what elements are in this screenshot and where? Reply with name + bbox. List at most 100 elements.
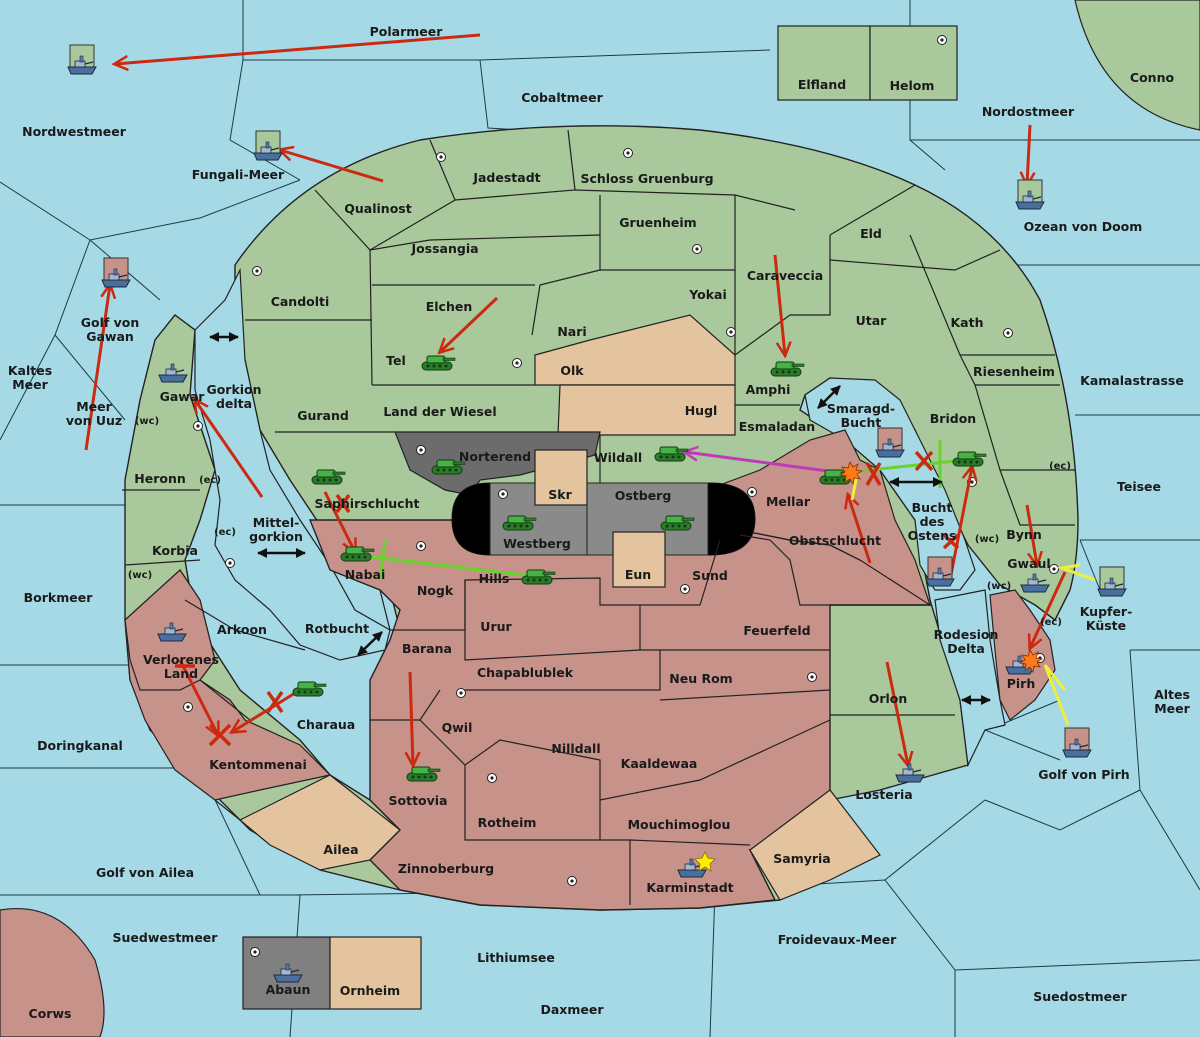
label-kaaldewaa: Kaaldewaa (621, 756, 698, 771)
label-kentommenai: Kentommenai (209, 757, 307, 772)
region-samyria[interactable] (749, 789, 881, 901)
label-karminstadt: Karminstadt (646, 880, 733, 895)
label-jadestadt: Jadestadt (472, 170, 540, 185)
dislodged-markers (838, 461, 1044, 674)
label-caraveccia: Caraveccia (747, 268, 823, 283)
label-verlorenes-land-2: Land (164, 666, 198, 681)
label-rodesion-delta-2: Delta (947, 641, 985, 656)
label-doringkanal: Doringkanal (37, 738, 123, 753)
label-mellar: Mellar (766, 494, 811, 509)
label-qwil: Qwil (442, 720, 473, 735)
region-ornheim[interactable] (329, 936, 422, 1010)
label-mittelgorkion-1: Mittel- (253, 515, 300, 530)
label-hugl: Hugl (685, 403, 718, 418)
label-daxmeer: Daxmeer (540, 1002, 604, 1017)
supply-center-icon (623, 148, 633, 158)
burst-icon (838, 461, 864, 486)
label-rodesion-delta-1: Rodesion (934, 627, 999, 642)
label-nari: Nari (557, 324, 586, 339)
label-yokai: Yokai (688, 287, 727, 302)
tank-icon (406, 766, 441, 782)
label-mittelgorkion-2: gorkion (249, 529, 303, 544)
label-altes-meer-2: Meer (1154, 701, 1190, 716)
supply-center-icon (726, 327, 736, 337)
label-bucht-des-ostens-3: Ostens (908, 528, 957, 543)
label-bucht-des-ostens-2: des (920, 514, 945, 529)
label-helom: Helom (890, 78, 935, 93)
region-eun[interactable] (612, 531, 666, 588)
region-corws[interactable] (0, 908, 105, 1037)
convoy-move-arrow (685, 452, 836, 474)
label-golf-von-ailea: Golf von Ailea (96, 865, 194, 880)
move-arrow (115, 33, 481, 64)
fleets (67, 44, 1127, 983)
label-norterend: Norterend (459, 449, 531, 464)
supply-center-icon (807, 672, 817, 682)
label-nordostmeer: Nordostmeer (982, 104, 1075, 119)
region-conno[interactable] (1074, 0, 1200, 131)
label-gorkion-delta-2: delta (216, 396, 252, 411)
region-skr[interactable] (534, 449, 588, 506)
label-rotbucht: Rotbucht (305, 621, 369, 636)
move-arrow (1025, 504, 1037, 565)
region-olk[interactable] (534, 314, 736, 386)
label-golf-von-gawan-2: Gawan (86, 329, 134, 344)
move-arrow (232, 688, 301, 732)
move-arrow (773, 254, 785, 355)
region-hugl[interactable] (557, 384, 736, 436)
supply-center-icon (456, 688, 466, 698)
move-arrow (323, 491, 355, 552)
region-norterend[interactable] (394, 431, 601, 496)
label-losteria: Losteria (855, 787, 912, 802)
label-utar: Utar (856, 313, 888, 328)
label-lithiumsee: Lithiumsee (477, 950, 555, 965)
label-bridon: Bridon (930, 411, 976, 426)
supply-center-icon (416, 541, 426, 551)
label-gurand: Gurand (297, 408, 349, 423)
label-cobaltmeer: Cobaltmeer (521, 90, 603, 105)
label-chapablublek: Chapablublek (477, 665, 574, 680)
label-kath: Kath (951, 315, 984, 330)
label-gwaul-wc: (wc) (987, 581, 1011, 592)
label-bynn-wc: (wc) (975, 534, 999, 545)
label-sottovia: Sottovia (389, 793, 448, 808)
label-korbia-ec: (ec) (214, 527, 236, 538)
move-arrow (1027, 124, 1030, 185)
label-suedwestmeer: Suedwestmeer (113, 930, 219, 945)
label-heronn-ec: (ec) (199, 475, 221, 486)
label-rotheim: Rotheim (478, 815, 537, 830)
label-teisee: Teisee (1117, 479, 1161, 494)
move-arrow (1030, 571, 1067, 648)
label-nabai: Nabai (345, 567, 386, 582)
label-kaltes-meer-1: Kaltes (8, 363, 52, 378)
support-line (371, 555, 541, 579)
label-orlon: Orlon (869, 691, 908, 706)
label-nogk: Nogk (417, 583, 454, 598)
label-eld: Eld (860, 226, 882, 241)
label-gawar: Gawar (160, 389, 206, 404)
supply-center-icon (567, 876, 577, 886)
label-kamalastrasse: Kamalastrasse (1080, 373, 1184, 388)
move-arrow (885, 661, 908, 765)
double-arrow-icon (357, 631, 383, 656)
label-charaua: Charaua (297, 717, 355, 732)
label-gawar-wc: (wc) (135, 416, 159, 427)
supply-center-icon (680, 584, 690, 594)
label-gorkion-delta-1: Gorkion (206, 382, 261, 397)
label-hills: Hills (479, 571, 510, 586)
double-arrow-icon (817, 385, 841, 409)
supply-center-icon (747, 487, 757, 497)
move-arrow (195, 400, 264, 498)
label-fungali-meer: Fungali-Meer (192, 167, 285, 182)
label-qualinost: Qualinost (344, 201, 411, 216)
tank-icon (502, 515, 537, 531)
coast-labels: (wc) (ec) (ec) (wc) (ec) (wc) (wc) (ec) (128, 416, 1071, 628)
burst-icon (1018, 649, 1044, 674)
region-elfland[interactable] (777, 25, 871, 101)
label-wildall: Wildall (594, 450, 642, 465)
adjacency-arrows (209, 332, 991, 705)
label-smaragd-bucht-1: Smaragd- (827, 401, 895, 416)
label-ozean-von-doom: Ozean von Doom (1024, 219, 1143, 234)
label-obstschlucht: Obstschlucht (789, 533, 881, 548)
